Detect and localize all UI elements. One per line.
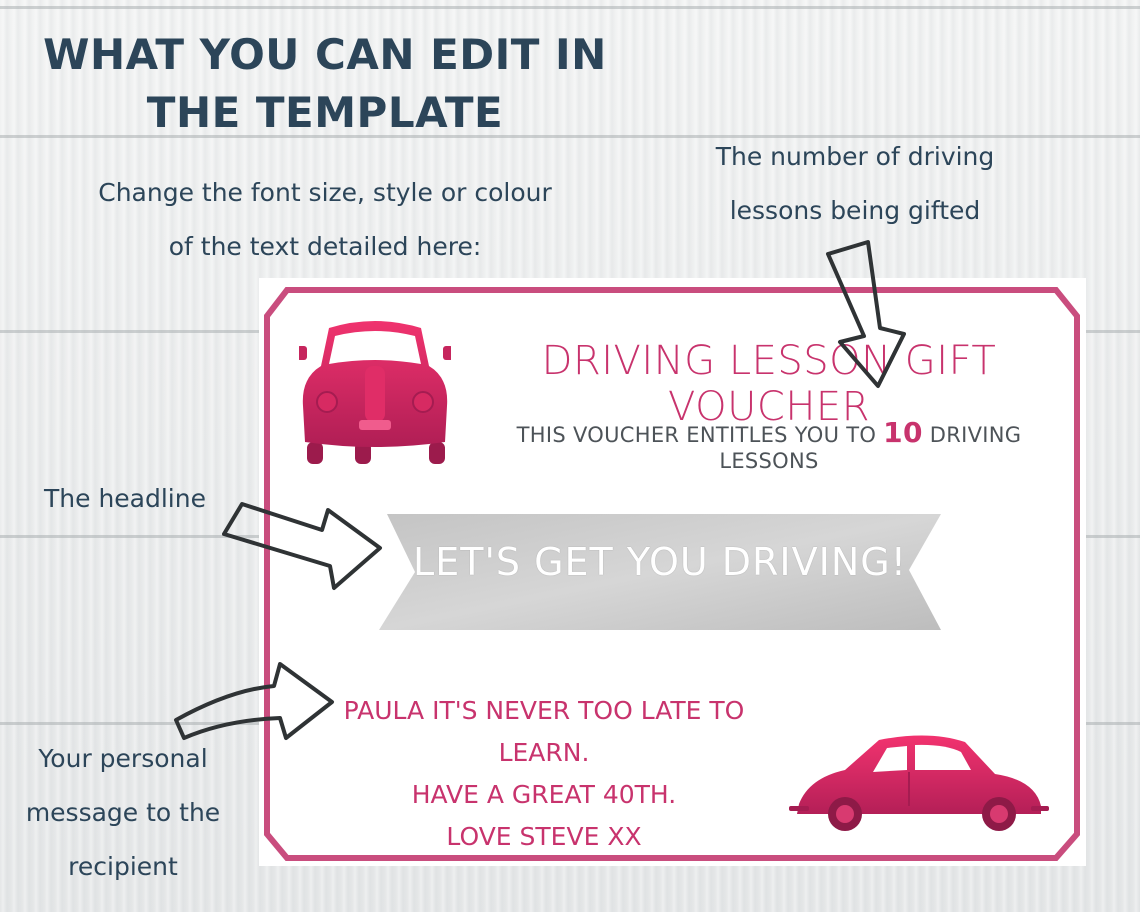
voucher-headline: LET'S GET YOU DRIVING! <box>413 540 907 584</box>
outline-arrow-icon <box>222 502 382 590</box>
plank-seam <box>0 6 1140 9</box>
voucher-title: DRIVING LESSON GIFT VOUCHER <box>541 338 997 430</box>
voucher-subtitle: THIS VOUCHER ENTITLES YOU TO 10 DRIVING … <box>469 416 1069 473</box>
headline-note: The headline <box>44 484 206 513</box>
message-line: HAVE A GREAT 40TH. <box>411 780 677 809</box>
subtitle-before: THIS VOUCHER ENTITLES YOU TO <box>516 423 877 447</box>
voucher-card: DRIVING LESSON GIFT VOUCHER THIS VOUCHER… <box>259 278 1086 866</box>
lesson-count: 10 <box>883 416 923 449</box>
subtitle-after: DRIVING LESSONS <box>719 423 1022 473</box>
personal-message: PAULA IT'S NEVER TOO LATE TO LEARN. HAVE… <box>329 690 759 858</box>
edit-note: Change the font size, style or colour of… <box>98 178 552 261</box>
message-note: Your personal message to the recipient <box>25 744 221 881</box>
message-line: LOVE STEVE XX <box>446 822 642 851</box>
headline-banner <box>379 514 941 630</box>
lessons-note: The number of driving lessons being gift… <box>715 142 995 225</box>
car-side-icon <box>789 735 1049 831</box>
car-front-icon <box>299 321 451 464</box>
outline-arrow-icon <box>826 240 906 388</box>
message-line: PAULA IT'S NEVER TOO LATE TO LEARN. <box>343 696 745 767</box>
plank-seam <box>0 135 1140 138</box>
outline-arrow-icon <box>174 662 334 740</box>
voucher-frame <box>264 287 1080 861</box>
page-heading: WHAT YOU CAN EDIT IN THE TEMPLATE <box>43 30 607 137</box>
